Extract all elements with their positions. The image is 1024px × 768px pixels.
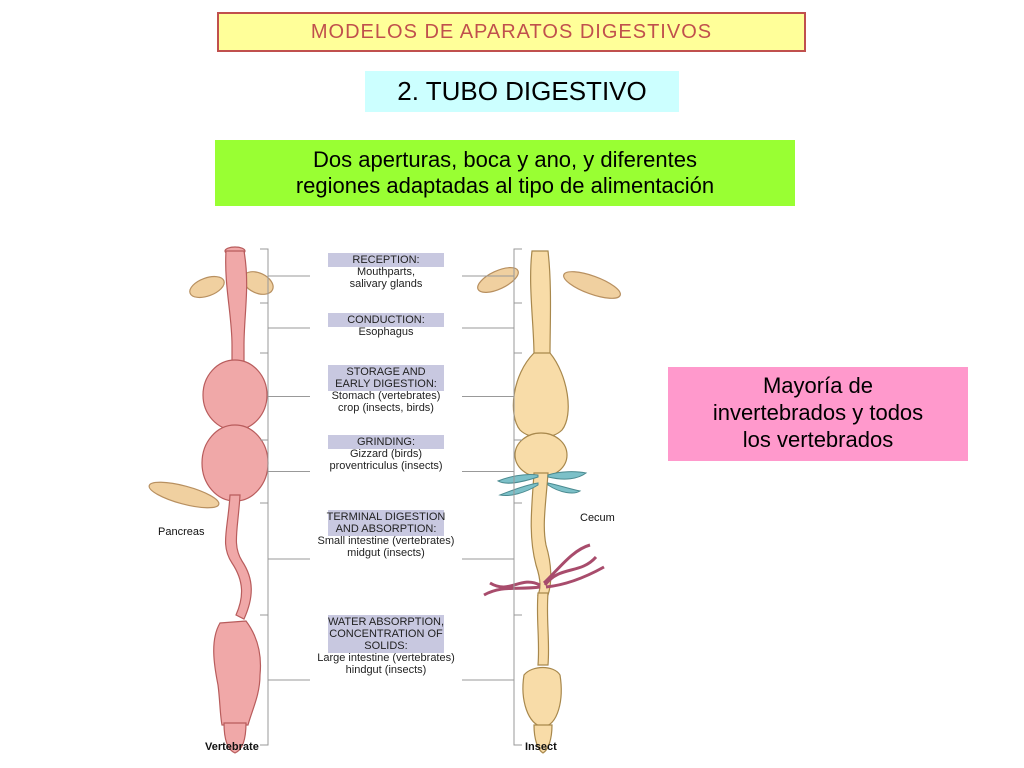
- vertebrate-esophagus: [225, 250, 248, 374]
- insect-cecum-right-lower: [547, 482, 582, 494]
- region-header-text: RECEPTION:: [352, 254, 419, 266]
- insect-proventriculus: [514, 432, 568, 478]
- region-header-bg: [328, 615, 444, 653]
- header-banner: MODELOS DE APARATOS DIGESTIVOS: [217, 12, 806, 52]
- region-header-bg: [328, 253, 444, 267]
- region-header-bg: [328, 435, 444, 449]
- region-header-text: GRINDING:: [357, 436, 415, 448]
- vertebrate-anus: [223, 722, 247, 754]
- region-bracket-left: [260, 302, 310, 354]
- insect-cecum-left: [496, 474, 539, 484]
- invertebrates-note: Mayoría de invertebrados y todos los ver…: [668, 367, 968, 461]
- invertebrates-note-line-1: Mayoría de: [762, 373, 874, 398]
- region-brackets: [260, 248, 522, 746]
- description-box: Dos aperturas, boca y ano, y diferentes …: [215, 140, 795, 206]
- region-description-text: midgut (insects): [347, 547, 425, 559]
- region-description-text: Esophagus: [358, 326, 414, 338]
- region-bracket-right: [462, 302, 522, 354]
- vertebrate-stomach: [202, 359, 268, 431]
- vertebrate-digestive-tract: [148, 246, 274, 754]
- insect-cecum-left-lower: [498, 482, 539, 496]
- region-header-text: EARLY DIGESTION:: [335, 378, 437, 390]
- region-header-bg: [328, 313, 444, 327]
- region-bracket-left: [260, 439, 310, 504]
- region-bracket-left: [260, 614, 310, 746]
- insect-anus: [533, 724, 553, 754]
- region-bracket-left: [260, 248, 310, 304]
- region-bracket-left: [260, 352, 310, 441]
- region-header-text: CONDUCTION:: [347, 314, 425, 326]
- insect-malpighian-tubules: [483, 543, 605, 597]
- insect-esophagus: [530, 250, 552, 356]
- region-header-bg: [328, 365, 444, 391]
- invertebrates-note-line-2: invertebrados y todos: [712, 400, 924, 425]
- region-header-bg: [328, 510, 444, 536]
- description-line-2: regiones adaptadas al tipo de alimentaci…: [295, 173, 715, 198]
- insect-midgut: [530, 472, 552, 596]
- section-title-text: 2. TUBO DIGESTIVO: [397, 76, 647, 106]
- region-bracket-right: [462, 502, 522, 616]
- region-header-text: AND ABSORPTION:: [336, 523, 437, 535]
- region-description-text: Stomach (vertebrates): [332, 390, 441, 402]
- cecum-label: Cecum: [580, 512, 615, 524]
- region-bracket-left: [260, 502, 310, 616]
- region-description-text: Mouthparts,: [357, 266, 415, 278]
- insect-hindgut: [536, 592, 550, 666]
- vertebrate-small-intestine: [224, 494, 252, 620]
- vertebrate-second-chamber: [201, 424, 269, 502]
- digestive-diagram-svg: RECEPTION:Mouthparts,salivary glandsCOND…: [148, 246, 621, 754]
- vertebrate-large-intestine: [213, 620, 262, 726]
- insect-cecum-right: [547, 471, 588, 480]
- vertebrate-pancreas: [148, 481, 220, 509]
- region-bracket-right: [462, 248, 522, 304]
- region-header-text: STORAGE AND: [346, 366, 425, 378]
- region-description-text: proventriculus (insects): [329, 460, 442, 472]
- region-header-text: CONCENTRATION OF: [329, 628, 443, 640]
- region-header-text: SOLIDS:: [364, 640, 407, 652]
- region-description-text: crop (insects, birds): [338, 402, 434, 414]
- description-line-1: Dos aperturas, boca y ano, y diferentes: [313, 147, 697, 172]
- pancreas-label: Pancreas: [158, 526, 205, 538]
- insect-rectum: [522, 666, 562, 728]
- region-description-text: Large intestine (vertebrates): [317, 652, 455, 664]
- insect-label: Insect: [525, 741, 557, 753]
- region-header-text: TERMINAL DIGESTION: [327, 511, 446, 523]
- invertebrates-note-line-3: los vertebrados: [742, 427, 894, 452]
- header-text: MODELOS DE APARATOS DIGESTIVOS: [310, 21, 713, 43]
- vertebrate-salivary-gland-left: [189, 275, 225, 299]
- vertebrate-label: Vertebrate: [205, 741, 259, 753]
- region-description-text: Gizzard (birds): [350, 448, 422, 460]
- insect-crop: [512, 352, 569, 439]
- region-labels: RECEPTION:Mouthparts,salivary glandsCOND…: [317, 253, 455, 676]
- insect-digestive-tract: [477, 250, 621, 754]
- region-header-text: WATER ABSORPTION,: [328, 616, 444, 628]
- region-description-text: salivary glands: [350, 278, 423, 290]
- section-title: 2. TUBO DIGESTIVO: [365, 71, 679, 112]
- insect-salivary-gland-right: [563, 271, 621, 299]
- region-description-text: Small intestine (vertebrates): [318, 535, 455, 547]
- region-bracket-right: [462, 352, 522, 441]
- region-description-text: hindgut (insects): [346, 664, 427, 676]
- insect-salivary-gland-left: [477, 267, 519, 293]
- region-bracket-right: [462, 614, 522, 746]
